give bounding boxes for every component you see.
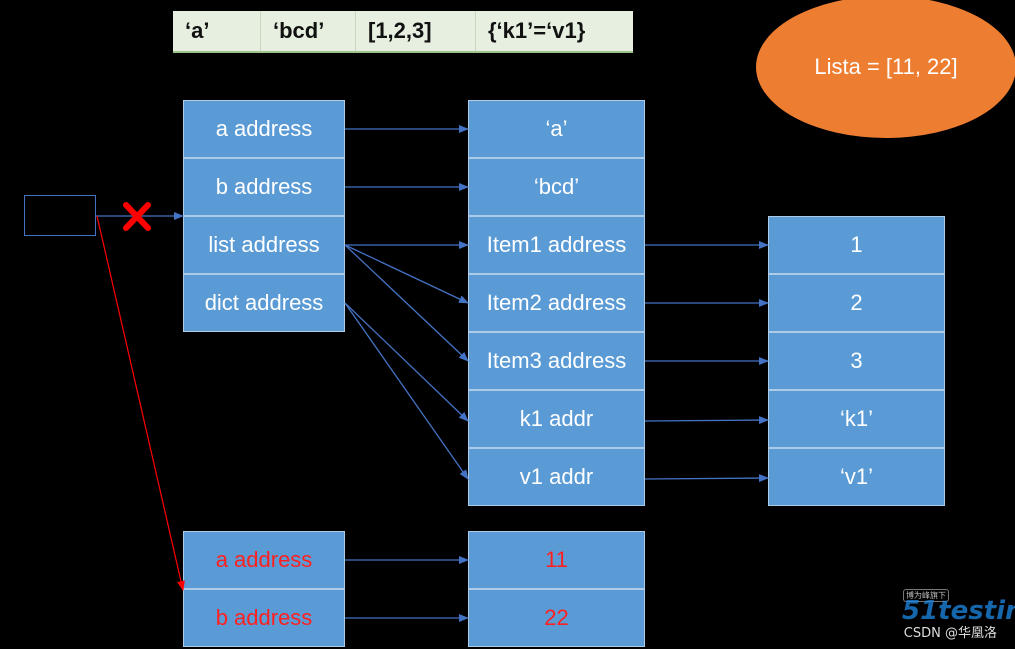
- address-column: a address b address list address dict ad…: [183, 100, 345, 332]
- item-value-v1-cell: ‘v1’: [768, 448, 945, 506]
- lista-a-address-cell: a address: [183, 531, 345, 589]
- lista-oval: Lista = [11, 22]: [756, 0, 1015, 138]
- v1-addr-cell: v1 addr: [468, 448, 645, 506]
- arrow-box-to-lista-red: [96, 215, 185, 591]
- arrow-list-to-item2: [344, 244, 469, 304]
- arrow-dict-to-v1: [344, 302, 469, 480]
- header-cell-dict: {‘k1’=‘v1}: [488, 18, 586, 43]
- watermark-csdn: CSDN @华凰洛: [903, 626, 997, 641]
- lista-value-22-cell: 22: [468, 589, 645, 647]
- item-value-2-cell: 2: [768, 274, 945, 332]
- lista-oval-label: Lista = [11, 22]: [814, 54, 958, 79]
- item-value-3-cell: 3: [768, 332, 945, 390]
- arrow-v1-to-v1: [644, 474, 769, 483]
- item3-address-cell: Item3 address: [468, 332, 645, 390]
- item-values-column: 1 2 3 ‘k1’ ‘v1’: [768, 216, 945, 506]
- dict-address-cell: dict address: [183, 274, 345, 332]
- lista-values-column: 11 22: [468, 531, 645, 647]
- item1-address-cell: Item1 address: [468, 216, 645, 274]
- lista-b-address-cell: b address: [183, 589, 345, 647]
- header-cell-list: [1,2,3]: [356, 11, 476, 51]
- variable-box: [24, 195, 96, 236]
- header-table: ‘a’ ‘bcd’ [1,2,3] {‘k1’=‘v1}: [173, 11, 633, 53]
- lista-value-11-cell: 11: [468, 531, 645, 589]
- header-cell-a: ‘a’: [173, 11, 261, 51]
- lista-address-column: a address b address: [183, 531, 345, 647]
- header-cell-bcd: ‘bcd’: [261, 11, 356, 51]
- arrow-dict-to-k1: [344, 302, 469, 422]
- item-value-k1-cell: ‘k1’: [768, 390, 945, 448]
- watermark-logo: 51testing: [902, 596, 1015, 626]
- b-address-cell: b address: [183, 158, 345, 216]
- arrow-list-to-item3: [344, 244, 469, 362]
- arrow-k1-to-k1: [644, 416, 769, 425]
- value-bcd-cell: ‘bcd’: [468, 158, 645, 216]
- item2-address-cell: Item2 address: [468, 274, 645, 332]
- watermark-badge: 博为峰旗下: [903, 589, 949, 602]
- k1-addr-cell: k1 addr: [468, 390, 645, 448]
- value-column: ‘a’ ‘bcd’ Item1 address Item2 address It…: [468, 100, 645, 506]
- item-value-1-cell: 1: [768, 216, 945, 274]
- list-address-cell: list address: [183, 216, 345, 274]
- a-address-cell: a address: [183, 100, 345, 158]
- cross-mark: [123, 202, 151, 231]
